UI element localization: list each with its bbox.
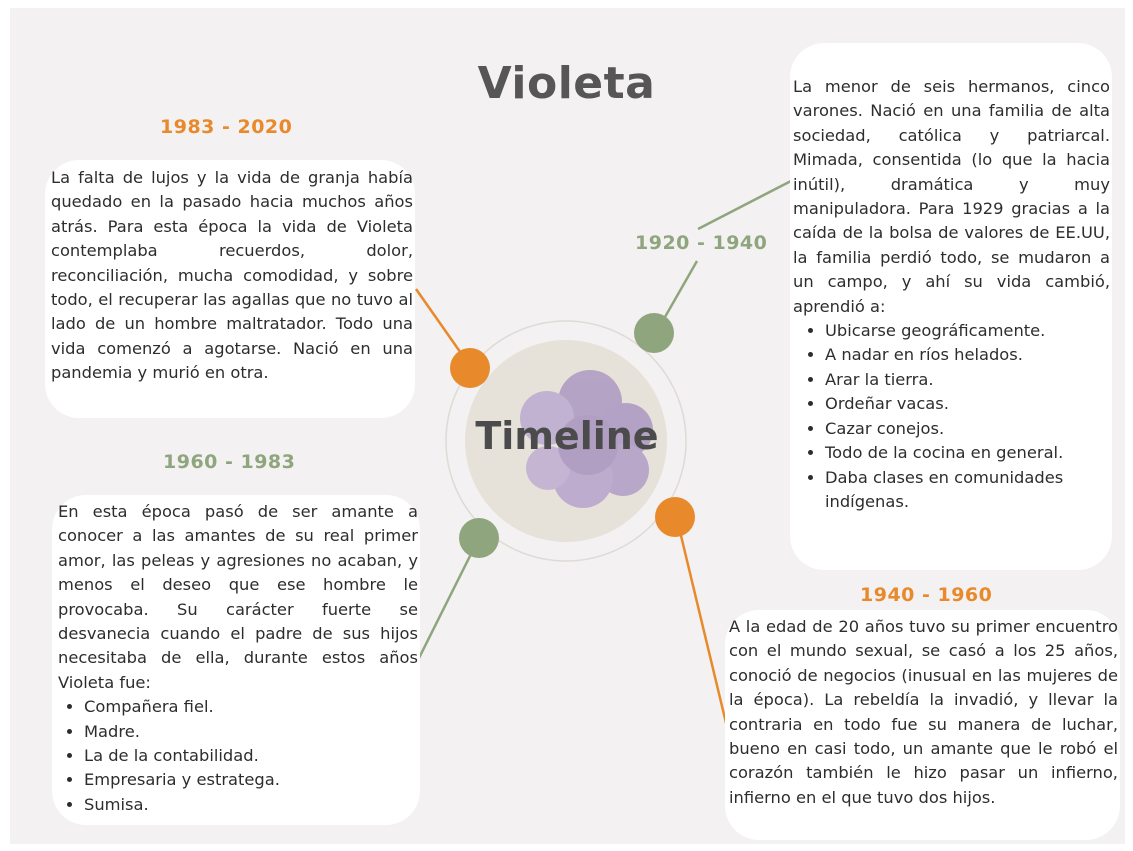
card-1920-1940: La menor de seis hermanos, cinco varones… xyxy=(790,43,1112,570)
card-1940-text: A la edad de 20 años tuvo su primer encu… xyxy=(729,617,1118,807)
list-item: Todo de la cocina en general. xyxy=(825,441,1110,465)
dot-1920 xyxy=(634,313,674,353)
year-1940-1960: 1940 - 1960 xyxy=(860,584,993,606)
dot-1960 xyxy=(459,518,499,558)
list-item: Daba clases en comunidades indígenas. xyxy=(825,466,1110,515)
card-1960-1983: En esta época pasó de ser amante a conoc… xyxy=(52,495,420,825)
list-item: Empresaria y estratega. xyxy=(84,768,418,792)
outer-ring xyxy=(445,320,687,562)
connector-1960 xyxy=(416,539,480,661)
dot-1940 xyxy=(655,497,695,537)
list-item: La de la contabilidad. xyxy=(84,744,418,768)
list-item: A nadar en ríos helados. xyxy=(825,343,1110,367)
list-item: Compañera fiel. xyxy=(84,695,418,719)
flower-illustration xyxy=(520,370,653,508)
year-1960-1983: 1960 - 1983 xyxy=(163,451,296,473)
year-1983-2020: 1983 - 2020 xyxy=(160,116,293,138)
card-1920-text: La menor de seis hermanos, cinco varones… xyxy=(793,77,1110,316)
center-label: Timeline xyxy=(475,414,659,458)
card-1983-2020: La falta de lujos y la vida de granja ha… xyxy=(45,160,415,418)
card-1960-list: Compañera fiel. Madre. La de la contabil… xyxy=(58,695,418,817)
list-item: Cazar conejos. xyxy=(825,417,1110,441)
card-1983-text: La falta de lujos y la vida de granja ha… xyxy=(51,168,413,383)
card-1940-1960: A la edad de 20 años tuvo su primer encu… xyxy=(725,610,1120,840)
list-item: Madre. xyxy=(84,720,418,744)
page-title: Violeta xyxy=(477,58,656,109)
connector-1920 xyxy=(697,179,792,231)
list-item: Ubicarse geográficamente. xyxy=(825,319,1110,343)
card-1920-list: Ubicarse geográficamente. A nadar en río… xyxy=(793,319,1110,514)
list-item: Sumisa. xyxy=(84,793,418,817)
year-1920-1940: 1920 - 1940 xyxy=(635,232,768,254)
list-item: Arar la tierra. xyxy=(825,368,1110,392)
list-item: Ordeñar vacas. xyxy=(825,392,1110,416)
dot-1983 xyxy=(450,348,490,388)
card-1960-text: En esta época pasó de ser amante a conoc… xyxy=(58,502,418,692)
connector-1940 xyxy=(675,518,729,728)
